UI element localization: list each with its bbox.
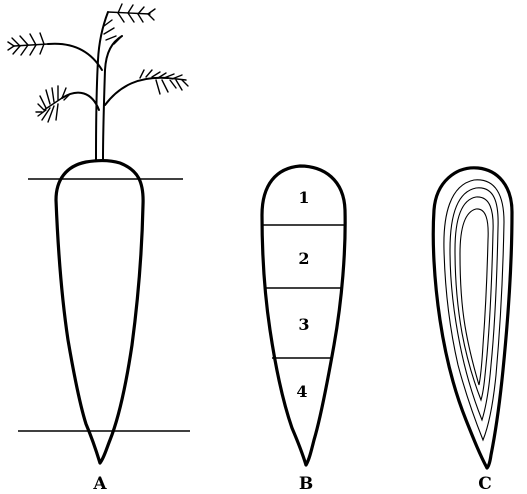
panel-c xyxy=(433,168,512,468)
panel-b: 1 2 3 4 xyxy=(262,166,345,465)
panel-label-c: C xyxy=(478,474,492,494)
growth-ring-3 xyxy=(455,197,493,400)
carrot-foliage xyxy=(8,4,188,160)
segment-label-1: 1 xyxy=(298,188,309,207)
panel-label-a: A xyxy=(92,474,107,494)
panel-label-b: B xyxy=(299,474,313,494)
segment-label-4: 4 xyxy=(296,382,307,401)
segment-label-3: 3 xyxy=(298,315,309,334)
carrot-root-a xyxy=(56,161,143,463)
segment-label-2: 2 xyxy=(298,249,309,268)
panel-a xyxy=(8,4,190,463)
growth-ring-4 xyxy=(460,209,488,385)
